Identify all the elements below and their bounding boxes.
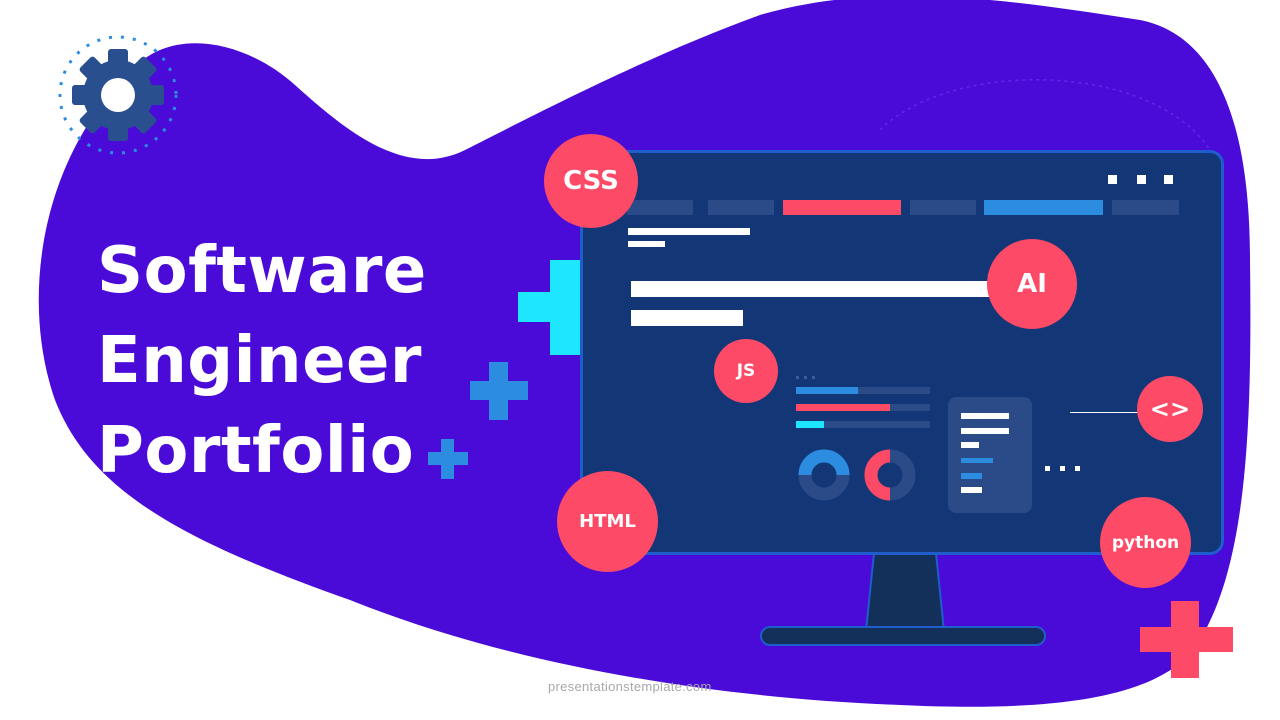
monitor-base xyxy=(760,626,1046,646)
title-line-3: Portfolio xyxy=(97,414,415,488)
title-line-2: Engineer xyxy=(97,324,422,398)
tab-5[interactable] xyxy=(984,200,1103,215)
monitor-stand xyxy=(864,553,946,632)
badge-html: HTML xyxy=(557,471,658,572)
progress-bar-2 xyxy=(796,404,930,411)
progress-bar-1 xyxy=(796,387,930,394)
plus-icon xyxy=(470,362,528,420)
donut-chart-2 xyxy=(864,449,916,501)
badge-code: <> xyxy=(1137,376,1203,442)
tab-1[interactable] xyxy=(627,200,693,215)
subheading-placeholder xyxy=(628,241,665,247)
plus-icon xyxy=(428,439,468,479)
title-line-1: Software xyxy=(97,234,427,308)
tab-2[interactable] xyxy=(708,200,774,215)
subline-placeholder xyxy=(631,310,743,326)
badge-python: python xyxy=(1100,497,1191,588)
headline-placeholder xyxy=(631,281,996,297)
badge-css: CSS xyxy=(544,134,638,228)
heading-placeholder xyxy=(628,228,750,235)
tab-3-active[interactable] xyxy=(783,200,901,215)
tab-4[interactable] xyxy=(910,200,976,215)
gear-icon xyxy=(58,35,178,155)
progress-bar-3 xyxy=(796,421,930,428)
footer-watermark: presentationstemplate.com xyxy=(548,679,712,694)
connector-line xyxy=(1070,412,1140,413)
slide-title: Software Engineer Portfolio xyxy=(97,226,427,496)
plus-icon xyxy=(1140,601,1233,678)
badge-ai: AI xyxy=(987,239,1077,329)
donut-chart-1 xyxy=(798,449,850,501)
tab-6[interactable] xyxy=(1112,200,1179,215)
badge-js: JS xyxy=(714,339,778,403)
